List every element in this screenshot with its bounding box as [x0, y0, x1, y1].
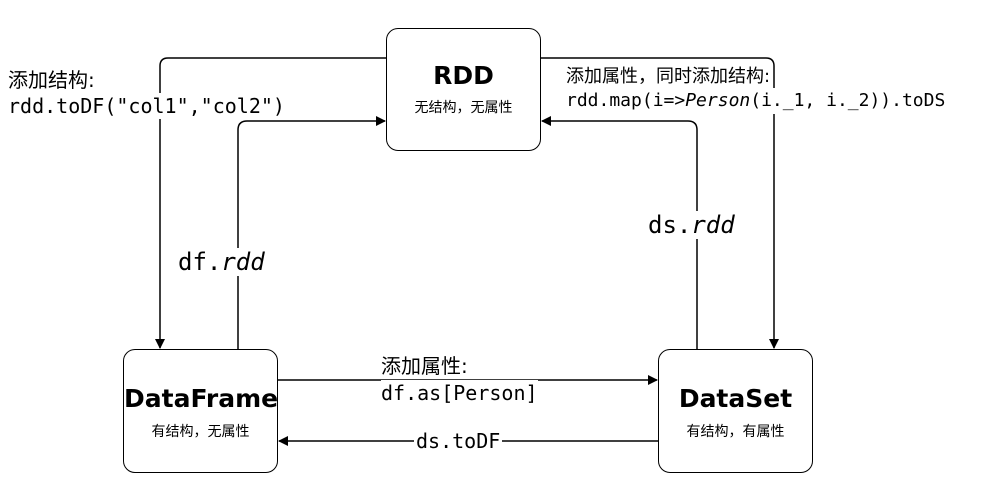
node-dataframe[interactable]: DataFrame 有结构，无属性 [123, 349, 278, 473]
label-df-to-ds-caption: 添加属性: [381, 354, 468, 378]
label-rdd-to-ds-code-suffix: (i._1, i._2)).toDS [750, 90, 946, 111]
node-rdd[interactable]: RDD 无结构，无属性 [386, 28, 541, 151]
edge-dataframe-to-rdd [237, 116, 386, 349]
node-dataset[interactable]: DataSet 有结构，有属性 [658, 349, 813, 473]
label-df-to-rdd-prefix: df. [178, 248, 222, 276]
label-rdd-to-ds-code-prefix: rdd.map(i=> [566, 90, 686, 111]
edge-rdd-to-dataset [541, 57, 779, 349]
label-ds-to-rdd-prefix: ds. [648, 211, 692, 239]
node-dataframe-subtitle: 有结构，无属性 [151, 424, 250, 440]
label-rdd-to-ds-code-class: Person [685, 90, 751, 111]
label-df-to-ds-code: df.as[Person] [381, 380, 538, 406]
node-dataframe-title: DataFrame [124, 384, 279, 413]
label-ds-to-df-code: ds.toDF [414, 428, 503, 454]
label-ds-to-rdd: ds.rdd [648, 211, 735, 239]
node-dataset-title: DataSet [678, 384, 793, 413]
label-rdd-to-ds-code: rdd.map(i=>Person(i._1, i._2)).toDS [566, 88, 946, 114]
label-ds-to-rdd-method: rdd [691, 211, 735, 239]
label-rdd-to-df-caption: 添加结构: [8, 68, 95, 92]
edge-rdd-to-dataframe [155, 57, 386, 349]
label-rdd-to-ds-caption: 添加属性，同时添加结构: [566, 66, 771, 87]
node-rdd-title: RDD [433, 61, 494, 90]
node-dataset-subtitle: 有结构，有属性 [686, 424, 785, 440]
label-df-to-rdd-method: rdd [221, 248, 265, 276]
label-df-to-rdd: df.rdd [178, 248, 265, 276]
node-rdd-subtitle: 无结构，无属性 [414, 100, 513, 116]
label-rdd-to-df-code: rdd.toDF("col1","col2") [8, 93, 285, 119]
edge-dataset-to-rdd [541, 116, 698, 349]
